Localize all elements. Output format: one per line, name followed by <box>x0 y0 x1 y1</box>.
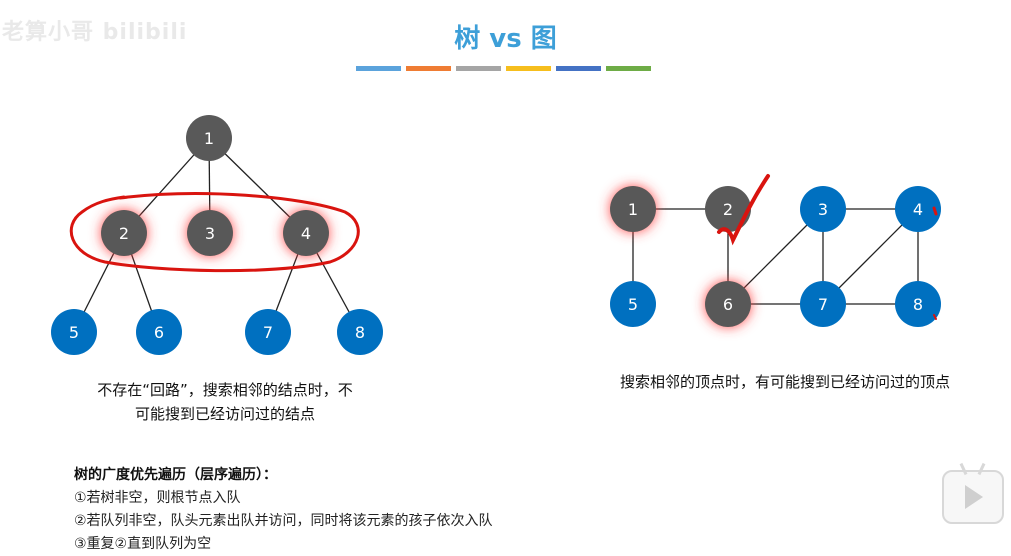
color-bar-segment <box>606 66 651 71</box>
tree-node-circle <box>51 309 97 355</box>
tree-node-label: 6 <box>154 323 164 342</box>
slide-title: 树 vs 图 <box>454 24 557 54</box>
tree-node-8: 8 <box>337 309 383 355</box>
tree-node-label: 2 <box>119 224 129 243</box>
graph-node-label: 6 <box>723 295 733 314</box>
graph-node-5: 5 <box>610 281 656 327</box>
handwritten-annotations <box>69 174 938 320</box>
graph-node-circle <box>800 281 846 327</box>
checkmark-annotation <box>717 174 770 246</box>
graph-node-label: 5 <box>628 295 638 314</box>
title-color-bar <box>356 66 651 71</box>
graph-node-6: 6 <box>705 281 751 327</box>
tree-node-label: 4 <box>301 224 311 243</box>
dot-mark-4 <box>932 206 938 216</box>
graph-nodes: 1 2 3 4 5 6 7 8 <box>610 186 941 327</box>
bfs-step-1: ①若树非空，则根节点入队 <box>74 490 241 506</box>
graph-node-circle <box>705 281 751 327</box>
tree-caption-line1: 不存在“回路”，搜索相邻的结点时，不 <box>97 381 353 399</box>
tree-node-label: 8 <box>355 323 365 342</box>
bilibili-watermark: 老算小哥 bilibili <box>2 20 188 45</box>
graph-node-8: 8 <box>895 281 941 327</box>
tree-node-3: 3 <box>187 210 233 256</box>
bfs-description: 树的广度优先遍历（层序遍历）： ①若树非空，则根节点入队 ②若队列非空，队头元素… <box>74 464 493 556</box>
graph-node-circle <box>610 186 656 232</box>
tree-node-4: 4 <box>283 210 329 256</box>
graph-node-7: 7 <box>800 281 846 327</box>
graph-node-label: 8 <box>913 295 923 314</box>
graph-node-circle <box>895 186 941 232</box>
color-bar-segment <box>356 66 401 71</box>
tree-node-circle <box>101 210 147 256</box>
graph-node-circle <box>705 186 751 232</box>
tree-node-circle <box>245 309 291 355</box>
play-button[interactable] <box>942 462 1004 524</box>
graph-node-3: 3 <box>800 186 846 232</box>
tree-node-circle <box>283 210 329 256</box>
play-icon <box>965 485 983 509</box>
graph-caption: 搜索相邻的顶点时，有可能搜到已经访问过的顶点 <box>619 373 950 391</box>
graph-node-4: 4 <box>895 186 941 232</box>
bfs-step-2: ②若队列非空，队头元素出队并访问，同时将该元素的孩子依次入队 <box>74 513 493 529</box>
graph-node-circle <box>610 281 656 327</box>
tree-caption: 不存在“回路”，搜索相邻的结点时，不 可能搜到已经访问过的结点 <box>60 378 390 426</box>
tree-node-circle <box>187 210 233 256</box>
tree-node-6: 6 <box>136 309 182 355</box>
color-bar-segment <box>406 66 451 71</box>
graph-node-2: 2 <box>705 186 751 232</box>
tree-node-label: 7 <box>263 323 273 342</box>
graph-edges <box>632 208 919 305</box>
dot-mark-8 <box>933 314 937 320</box>
graph-node-label: 7 <box>818 295 828 314</box>
level-circle-annotation <box>69 192 360 273</box>
graph-node-label: 2 <box>723 200 733 219</box>
tree-node-label: 3 <box>205 224 215 243</box>
tree-node-2: 2 <box>101 210 147 256</box>
tree-nodes: 1 2 3 4 5 6 7 8 <box>51 115 383 355</box>
bfs-step-3: ③重复②直到队列为空 <box>74 536 212 552</box>
bfs-heading: 树的广度优先遍历（层序遍历）： <box>74 467 277 483</box>
tree-node-label: 5 <box>69 323 79 342</box>
color-bar-segment <box>556 66 601 71</box>
tree-node-1: 1 <box>186 115 232 161</box>
graph-node-circle <box>895 281 941 327</box>
graph-node-circle <box>800 186 846 232</box>
tree-node-5: 5 <box>51 309 97 355</box>
tree-node-label: 1 <box>204 129 214 148</box>
tree-node-circle <box>337 309 383 355</box>
graph-node-label: 3 <box>818 200 828 219</box>
graph-node-label: 1 <box>628 200 638 219</box>
tree-node-7: 7 <box>245 309 291 355</box>
color-bar-segment <box>456 66 501 71</box>
tree-node-circle <box>186 115 232 161</box>
color-bar-segment <box>506 66 551 71</box>
graph-node-label: 4 <box>913 200 923 219</box>
tree-node-circle <box>136 309 182 355</box>
graph-node-1: 1 <box>610 186 656 232</box>
tree-caption-line2: 可能搜到已经访问过的结点 <box>134 405 315 423</box>
